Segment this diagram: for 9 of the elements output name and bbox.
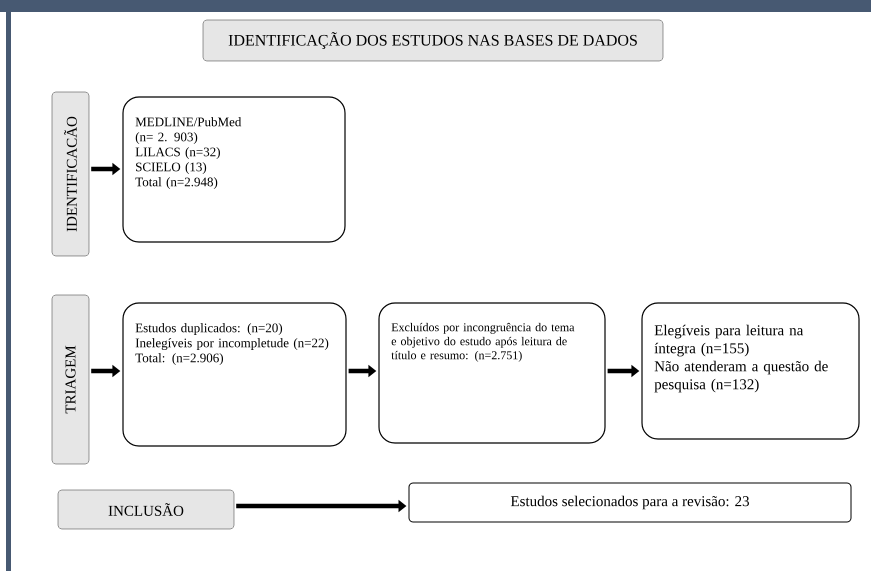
stage-label: IDENTIFICACÃO [52, 92, 90, 256]
process-box: Excluídos por incongruência do tema e objetivo do estudo após leitura de título e resumo: (n=2.751) [378, 302, 606, 444]
stage-label: INCLUSÃO [58, 490, 234, 530]
heading-box: IDENTIFICAÇÃO DOS ESTUDOS NAS BASES DE DADOS [202, 20, 664, 62]
result-box: Estudos selecionados para a revisão: 23 [408, 482, 852, 522]
process-box: Elegíveis para leitura na íntegra (n=155) Não atenderam a questão de pesquisa (n=132) [641, 302, 860, 440]
process-box: Estudos duplicados: (n=20) Inelegíveis por incompletude (n=22) Total: (n=2.906) [122, 302, 347, 447]
stage-label: TRIAGEM [52, 294, 90, 464]
process-box: MEDLINE/PubMed (n= 2. 903) LILACS (n=32) SCIELO (13) Total (n=2.948) [122, 96, 346, 243]
